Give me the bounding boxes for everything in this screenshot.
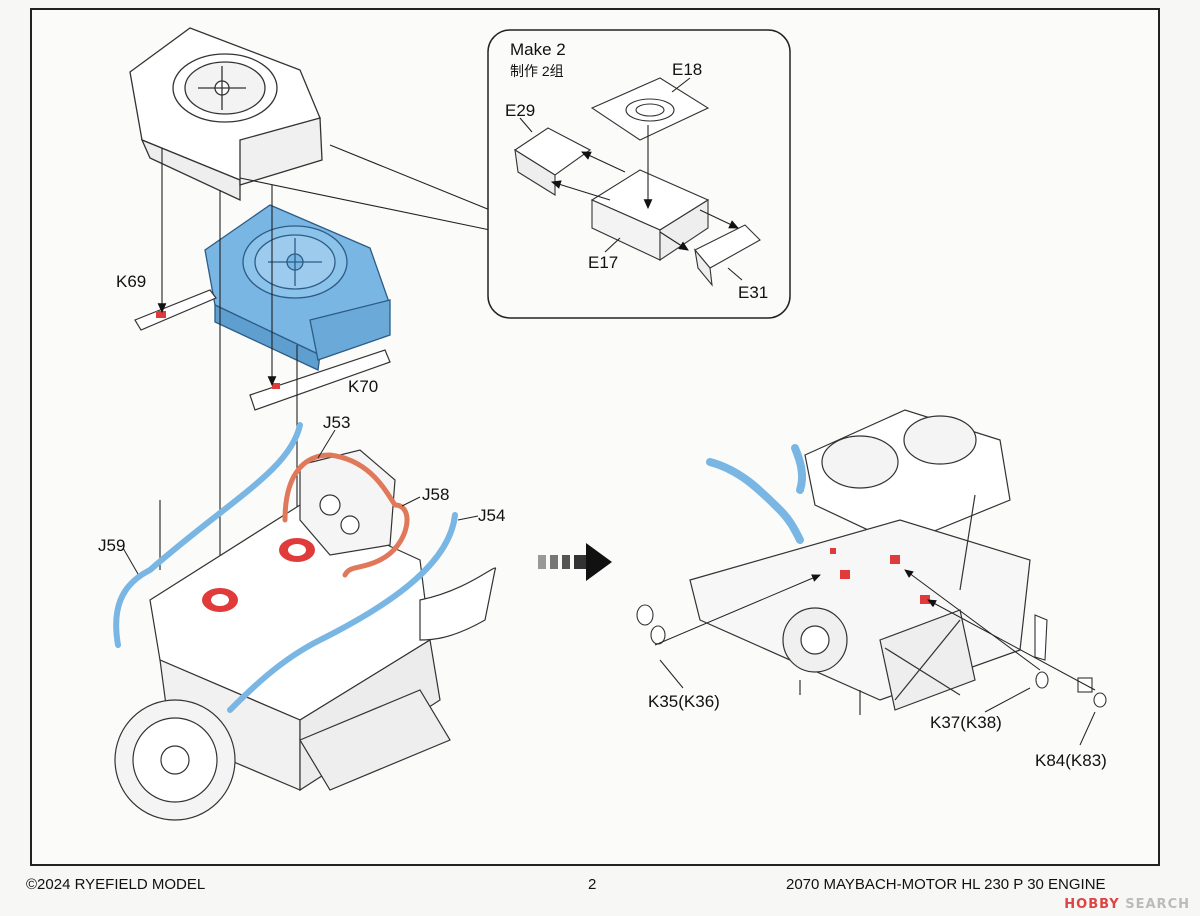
air-filter-housing-part xyxy=(129,27,323,202)
label-k37: K37(K38) xyxy=(930,713,1002,732)
label-j54: J54 xyxy=(478,506,505,525)
label-k35: K35(K36) xyxy=(648,692,720,711)
label-j53: J53 xyxy=(323,413,350,432)
label-k70: K70 xyxy=(348,377,378,396)
part-e18 xyxy=(590,77,710,141)
rail-k69 xyxy=(134,289,217,331)
label-j58: J58 xyxy=(422,485,449,504)
footer-page-number: 2 xyxy=(588,876,597,893)
engine-right xyxy=(689,409,1031,715)
label-j59: J59 xyxy=(98,536,125,555)
hose-right-upper xyxy=(791,444,807,494)
glue-marks-right xyxy=(830,548,930,604)
part-k84 xyxy=(1077,677,1107,708)
inset-make-2-cn: 制作 2组 xyxy=(510,63,564,79)
watermark-suffix: SEARCH xyxy=(1125,897,1190,912)
hose-j58 xyxy=(342,502,410,578)
label-e17: E17 xyxy=(588,253,618,272)
footer-copyright: ©2024 RYEFIELD MODEL xyxy=(26,876,206,893)
watermark: HOBBY SEARCH xyxy=(1064,897,1190,912)
hose-j59 xyxy=(113,422,303,648)
hose-j54 xyxy=(227,512,458,713)
glue-mark-j59 xyxy=(202,588,238,612)
watermark-brand: HOBBY xyxy=(1064,897,1120,912)
air-filter-housing-highlighted xyxy=(204,204,391,371)
part-k35 xyxy=(636,604,666,645)
direction-arrow xyxy=(538,543,612,581)
footer-title: 2070 MAYBACH-MOTOR HL 230 P 30 ENGINE xyxy=(786,876,1106,893)
glue-mark-j53 xyxy=(279,538,315,562)
label-k69: K69 xyxy=(116,272,146,291)
part-k37 xyxy=(1034,614,1049,689)
hose-right xyxy=(706,458,804,544)
label-k84: K84(K83) xyxy=(1035,751,1107,770)
part-e31 xyxy=(694,224,761,287)
label-e18: E18 xyxy=(672,60,702,79)
engine-left xyxy=(114,449,497,821)
label-e29: E29 xyxy=(505,101,535,120)
inset-make-2: Make 2 xyxy=(510,40,566,59)
part-e29 xyxy=(513,127,592,196)
label-e31: E31 xyxy=(738,283,768,302)
hose-j53 xyxy=(282,452,398,523)
